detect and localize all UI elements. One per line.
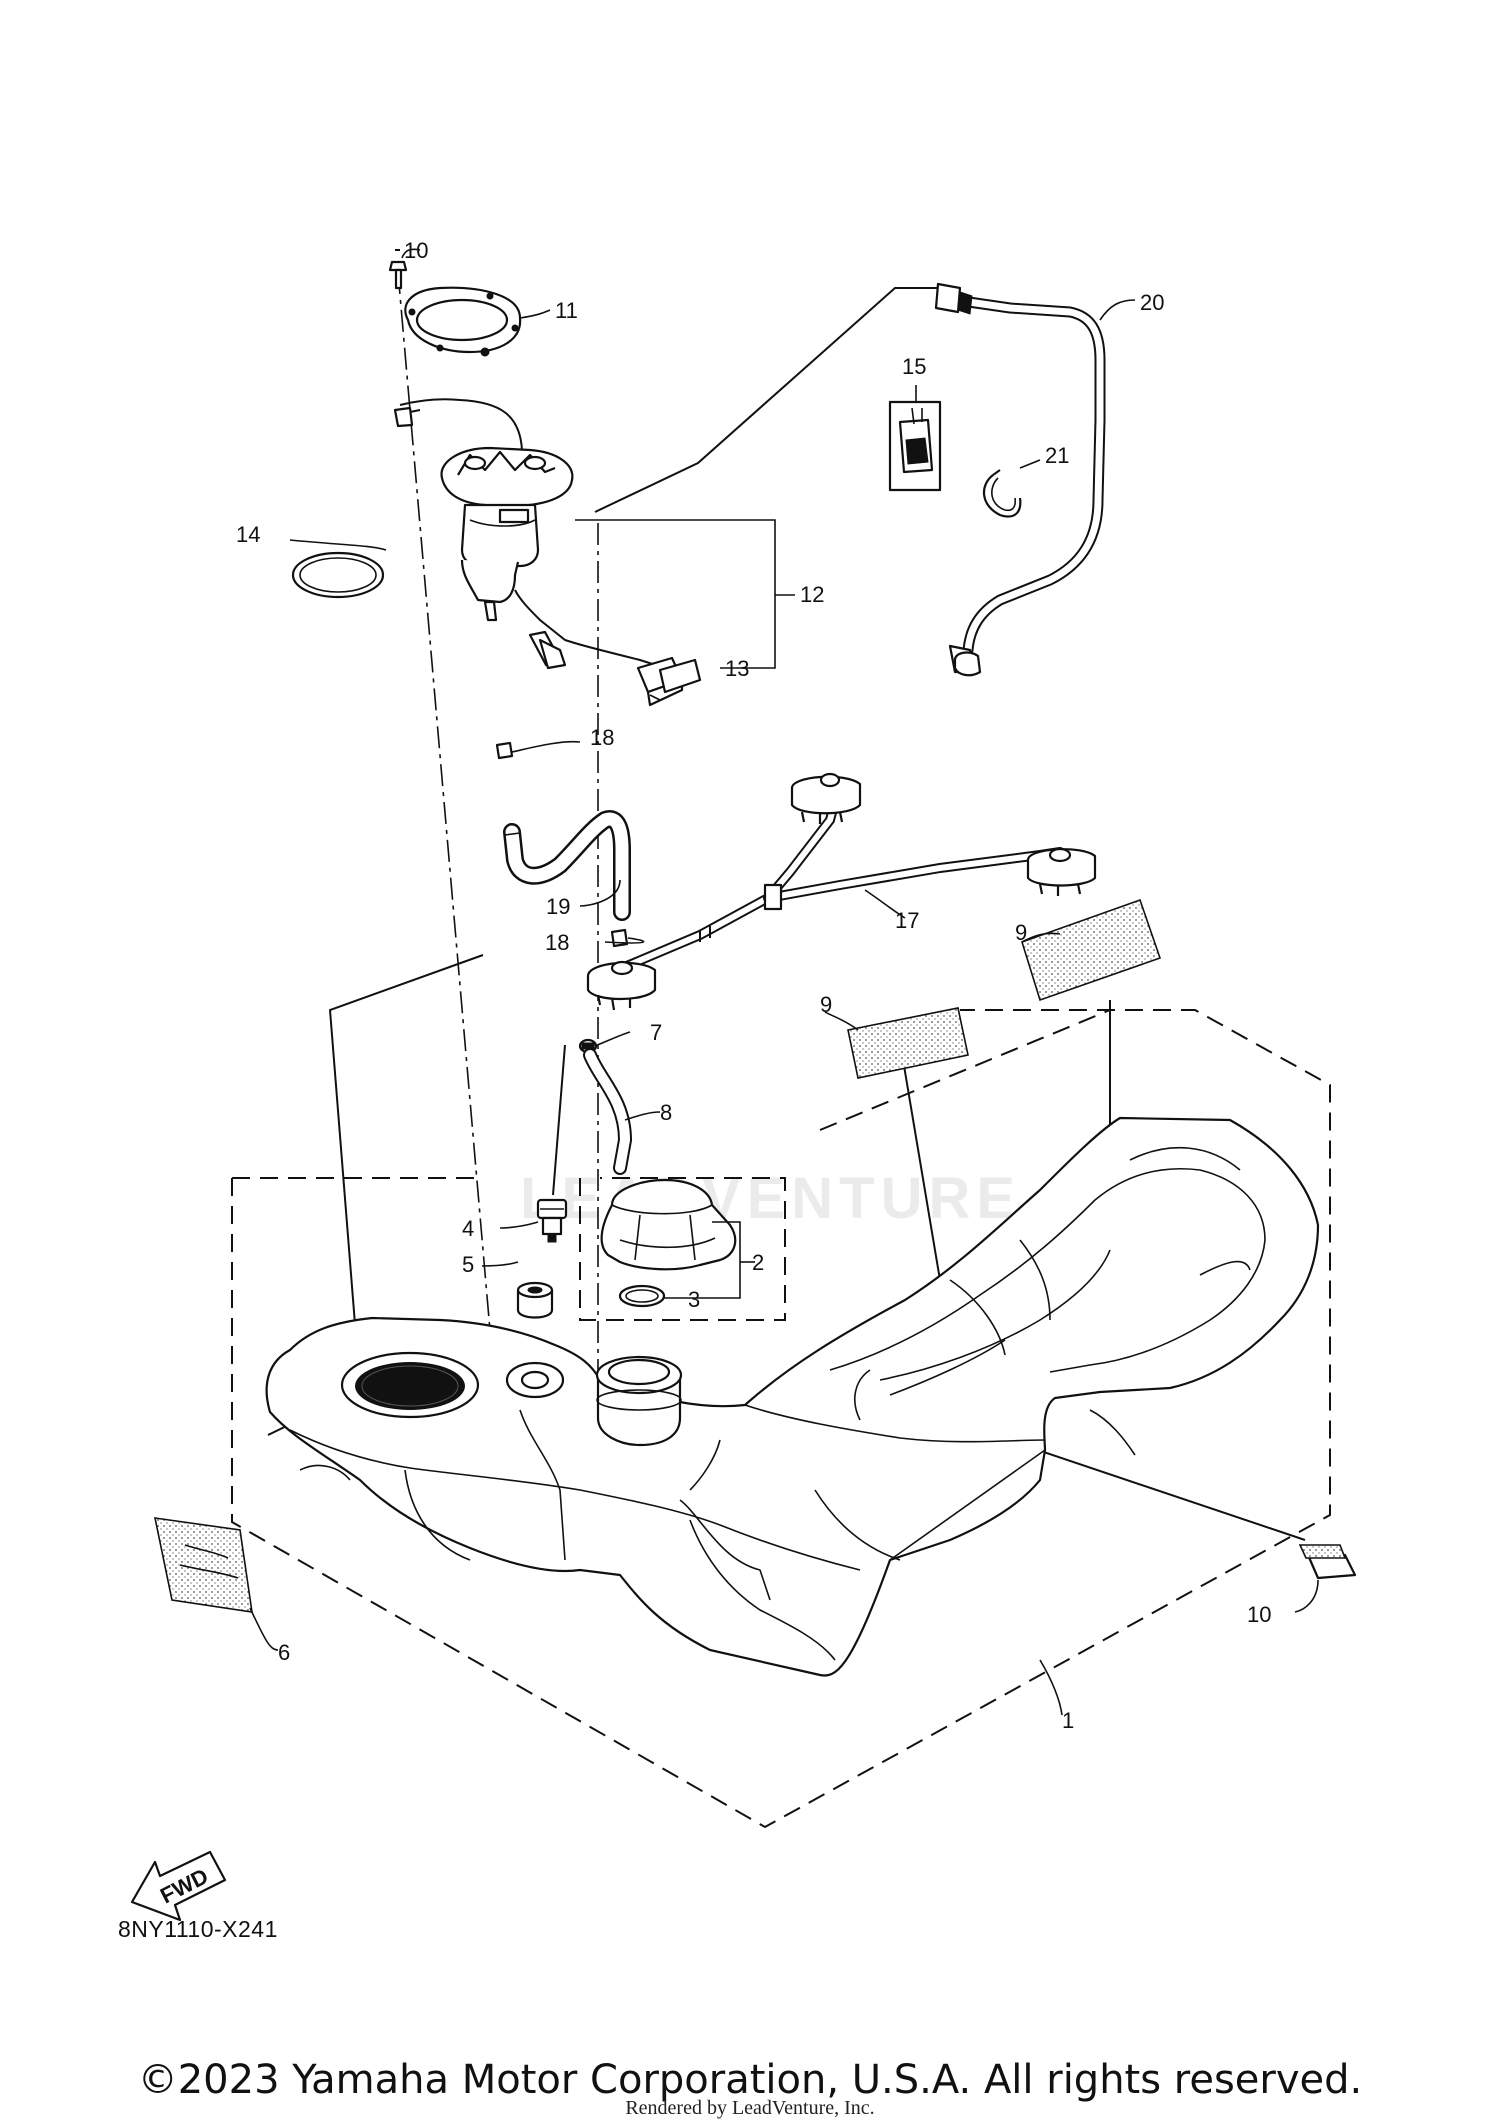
cap-gasket[interactable] xyxy=(618,1284,666,1308)
tank-assembly-outline xyxy=(231,1009,1331,1829)
fuel-cap[interactable] xyxy=(600,1178,737,1271)
hose-band[interactable] xyxy=(983,469,1022,518)
hose-clamp-upper[interactable] xyxy=(495,741,514,760)
callout-12[interactable]: 11 xyxy=(555,298,578,323)
sender-float[interactable] xyxy=(636,656,702,707)
callout-5[interactable]: 5 xyxy=(462,1252,474,1277)
callout-4[interactable]: 4 xyxy=(462,1216,474,1241)
callout-20[interactable]: 20 xyxy=(1140,290,1164,315)
caution-label[interactable] xyxy=(153,1517,253,1613)
callout-8[interactable]: 8 xyxy=(660,1100,672,1125)
filler-neck xyxy=(595,1355,683,1447)
diagram-code: 8NY1110-X241 xyxy=(118,1916,278,1942)
fuel-hose-assembly[interactable] xyxy=(586,772,1097,1011)
breather-hose[interactable] xyxy=(583,1048,633,1175)
damper-block[interactable] xyxy=(1298,1544,1357,1580)
callout-14[interactable]: 13 xyxy=(725,656,749,681)
callout-16[interactable]: 15 xyxy=(902,354,926,379)
copyright-notice: ©2023 Yamaha Motor Corporation, U.S.A. A… xyxy=(137,2057,1363,2103)
callout-10[interactable]: 10 xyxy=(1247,1602,1271,1627)
callout-17[interactable]: 17 xyxy=(895,908,919,933)
rendered-by-notice: Rendered by LeadVenture, Inc. xyxy=(625,2097,875,2119)
grommet-seat xyxy=(505,1361,565,1399)
damper-pad-rear[interactable] xyxy=(1021,898,1162,1002)
callout-3[interactable]: 3 xyxy=(688,1287,700,1312)
callout-18a[interactable]: 18 xyxy=(590,725,614,750)
fuel-pump-assembly[interactable] xyxy=(393,398,666,670)
callout-leaders xyxy=(249,248,1319,1716)
callout-labels: 10 11 12 13 14 15 21 20 18 19 18 17 9 9 … xyxy=(236,238,1271,1733)
callout-18b[interactable]: 18 xyxy=(545,930,569,955)
callout-9b[interactable]: 9 xyxy=(820,992,832,1017)
callout-19[interactable]: 19 xyxy=(546,894,570,919)
fuel-tank[interactable] xyxy=(265,1116,1320,1677)
callout-13[interactable]: 12 xyxy=(800,582,824,607)
grommet[interactable] xyxy=(516,1281,554,1319)
retaining-plate[interactable] xyxy=(404,286,522,357)
delivery-hose[interactable] xyxy=(934,282,1106,677)
callout-1[interactable]: 1 xyxy=(1062,1708,1074,1733)
watermark-logo: LEADVENTURE xyxy=(520,1166,1022,1231)
callout-2[interactable]: 2 xyxy=(752,1250,764,1275)
pump-opening xyxy=(340,1351,480,1419)
callout-11[interactable]: 10 xyxy=(404,238,428,263)
fwd-arrow-icon: FWD xyxy=(130,1850,227,1922)
callout-7[interactable]: 7 xyxy=(650,1020,662,1045)
cap-assembly-outline xyxy=(579,1177,786,1321)
pump-gasket[interactable] xyxy=(291,551,385,599)
bolt[interactable] xyxy=(388,260,408,290)
fuel-hose[interactable] xyxy=(503,810,631,921)
callout-15[interactable]: 14 xyxy=(236,522,260,547)
breather-valve[interactable] xyxy=(536,1198,568,1243)
callout-21[interactable]: 21 xyxy=(1045,443,1069,468)
damper-pad-front[interactable] xyxy=(847,1007,969,1079)
callout-6[interactable]: 6 xyxy=(278,1640,290,1665)
callout-9a[interactable]: 9 xyxy=(1015,920,1027,945)
pump-connector[interactable] xyxy=(888,400,942,492)
